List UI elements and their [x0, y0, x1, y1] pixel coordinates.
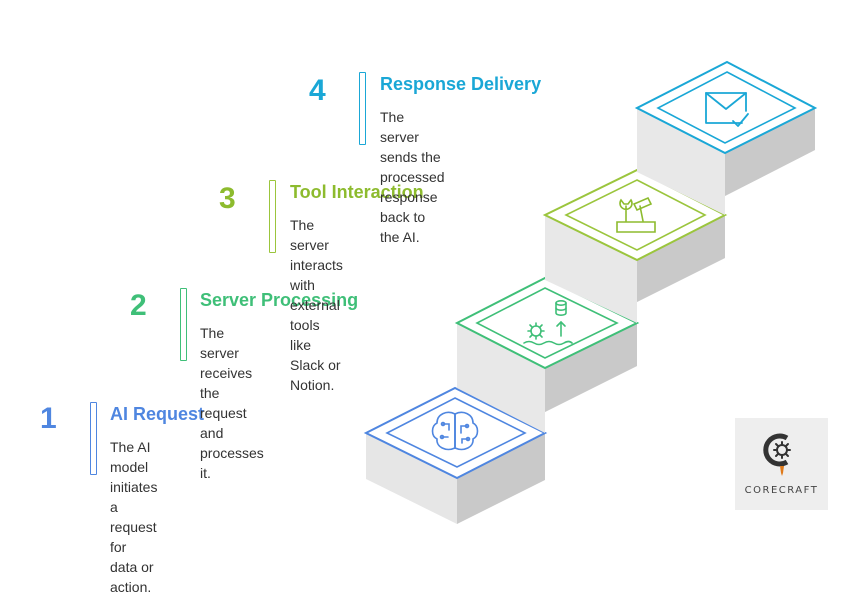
step-1-bar	[90, 402, 97, 475]
brain-circuit-icon	[431, 411, 479, 451]
step-2-bar	[180, 288, 187, 361]
step-3-number: 3	[219, 182, 236, 215]
step-4-number: 4	[309, 74, 326, 107]
toolbox-icon	[616, 196, 656, 233]
step-2-description: The server receives the request and proc…	[200, 325, 264, 481]
step-1-number: 1	[40, 402, 57, 435]
logo-text: CORECRAFT	[744, 485, 819, 496]
step-1-title: AI Request	[110, 404, 205, 424]
gear-database-icon	[523, 299, 573, 346]
corecraft-logo: CORECRAFT	[735, 418, 828, 510]
corecraft-logo-icon	[763, 433, 791, 476]
step-3-bar	[269, 180, 276, 253]
step-4-title: Response Delivery	[380, 74, 542, 94]
envelope-check-icon	[705, 92, 749, 127]
stair-step-4	[634, 60, 818, 215]
step-4-description: The server sends the processed response …	[380, 109, 445, 245]
step-2-title: Server Processing	[200, 290, 359, 310]
step-4-bar	[359, 72, 366, 145]
staircase-diagram	[363, 60, 818, 524]
step-1-description: The AI model initiates a request for dat…	[110, 439, 158, 595]
stair-step-2	[454, 276, 640, 433]
step-2-number: 2	[130, 289, 147, 322]
step-3-title: Tool Interaction	[290, 182, 424, 202]
step-3-description: The server interacts with external tools…	[290, 217, 343, 393]
